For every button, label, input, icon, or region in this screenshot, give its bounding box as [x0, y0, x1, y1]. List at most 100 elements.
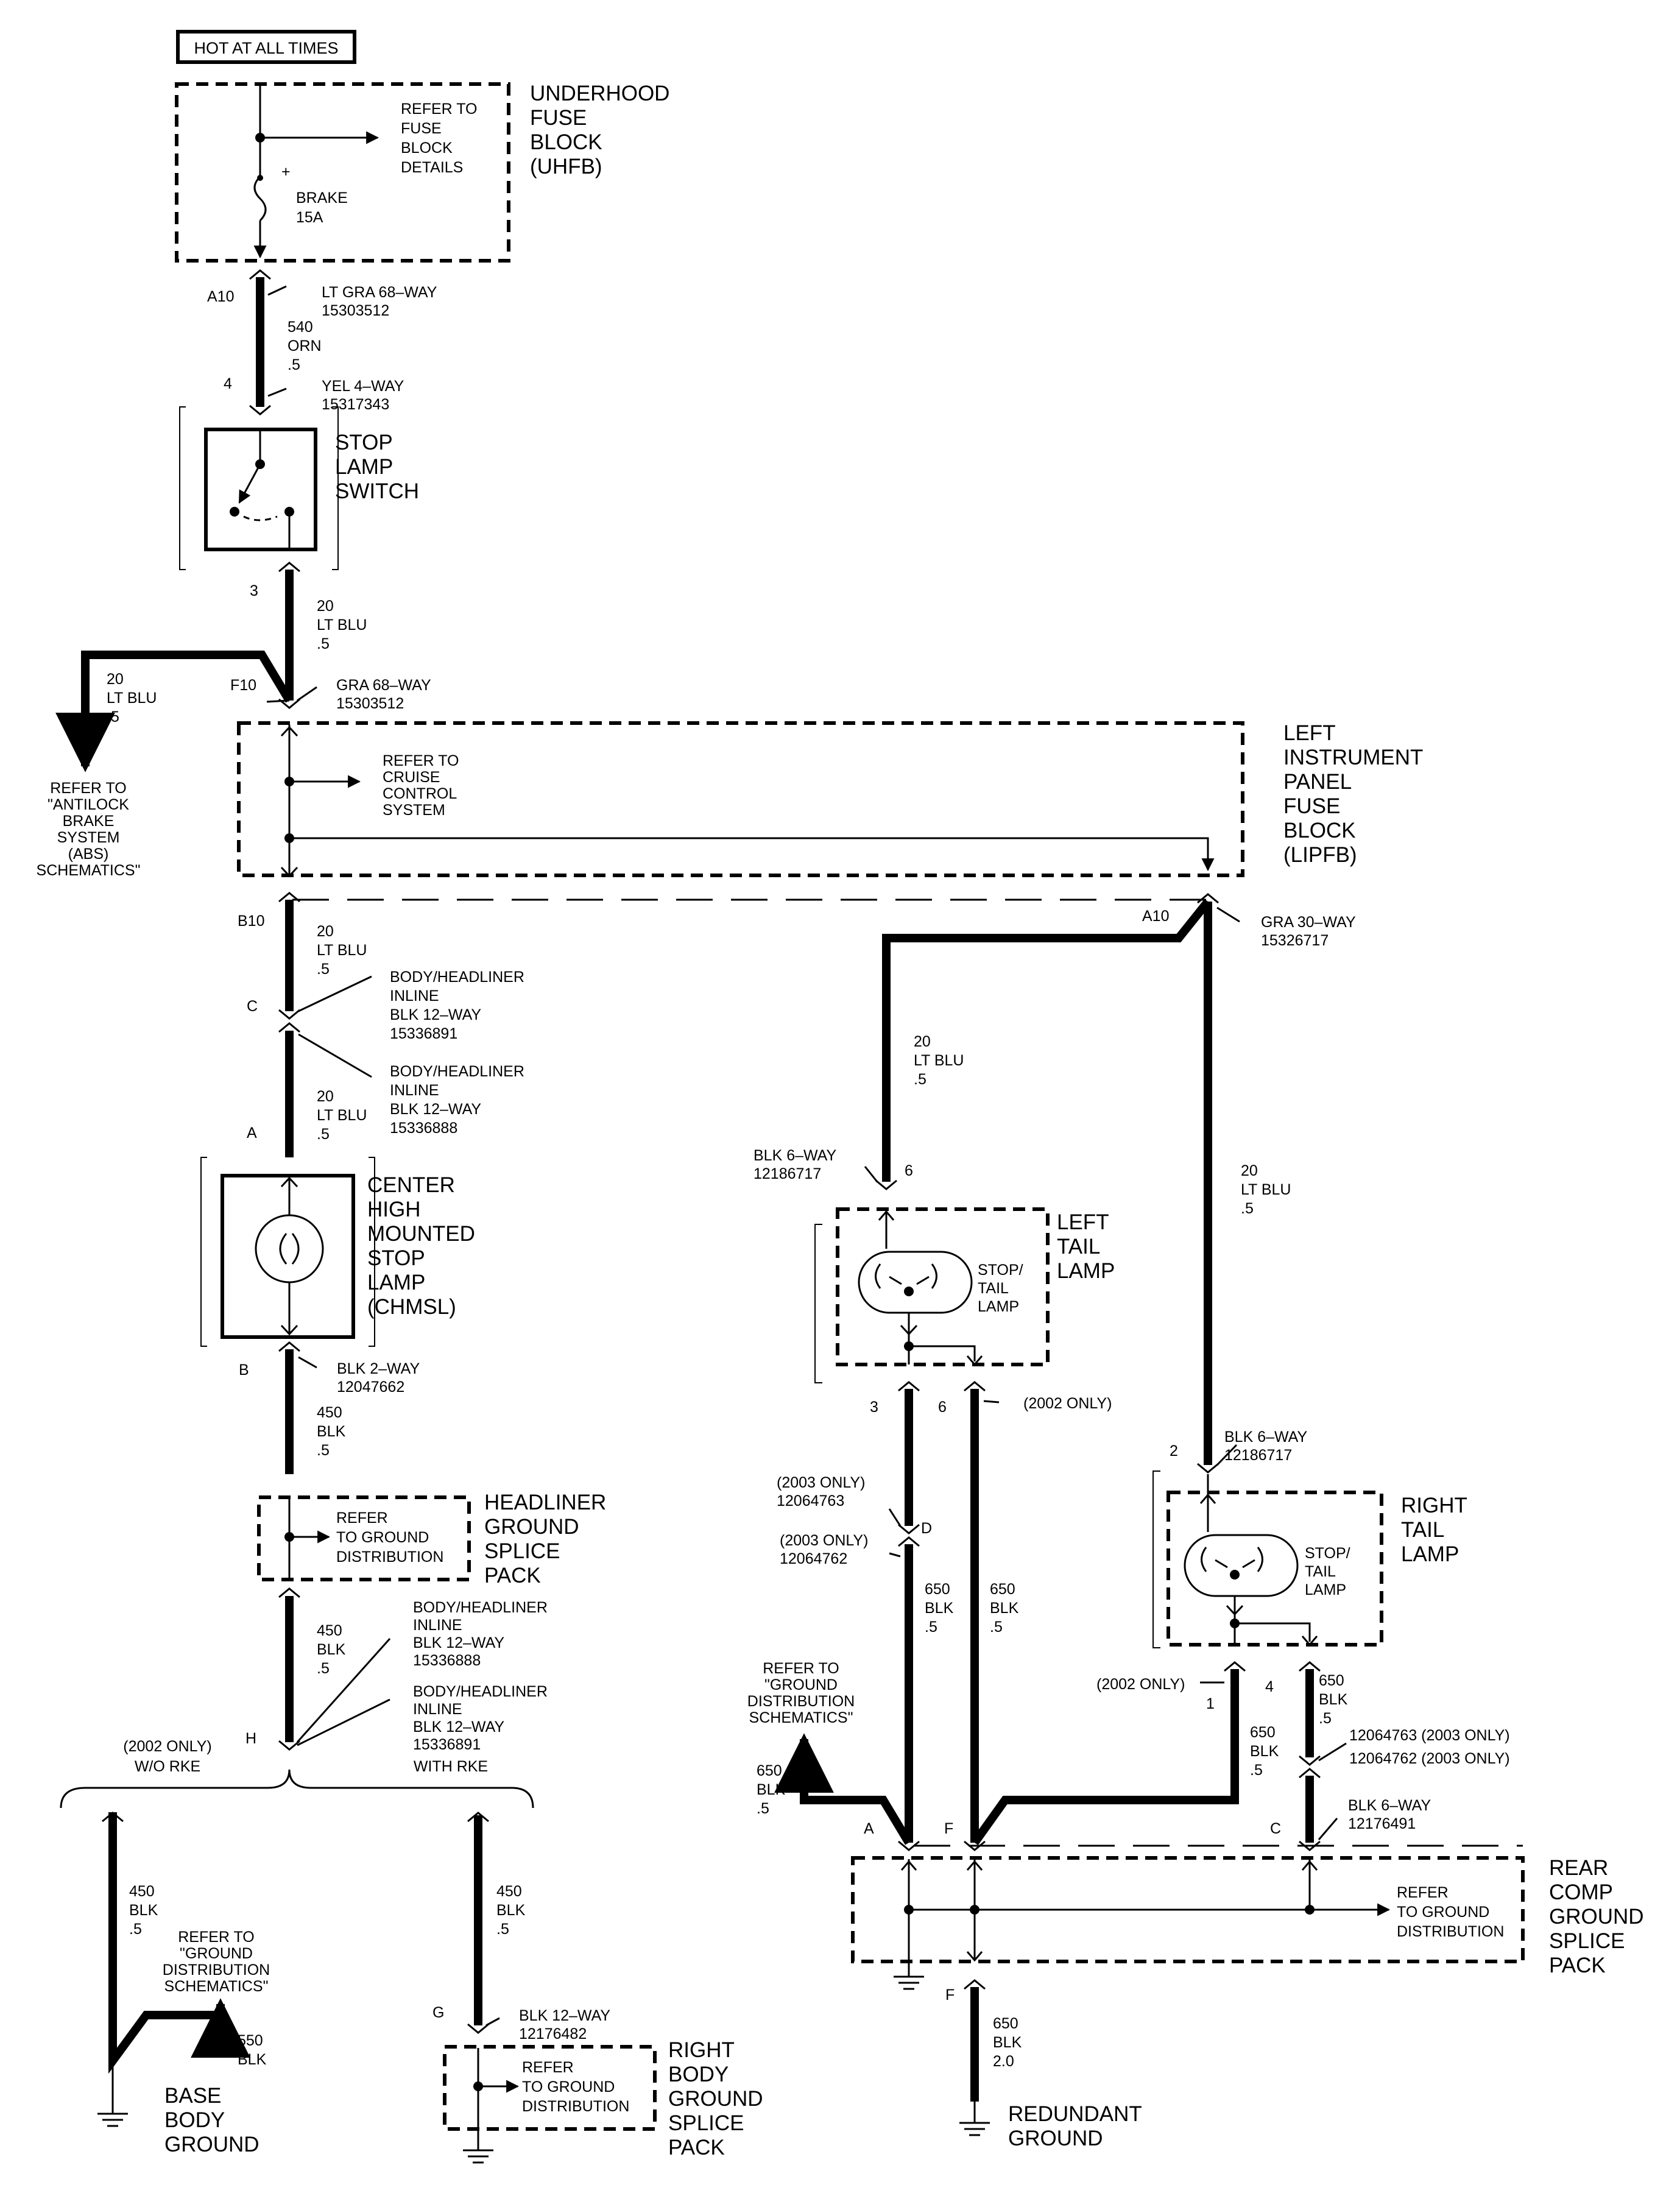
text-line: BASE — [164, 2084, 221, 2108]
text-line: BODY — [164, 2108, 225, 2132]
text-line: STOP — [367, 1246, 425, 1270]
text-line: TAIL — [978, 1280, 1009, 1297]
text-line: BODY/HEADLINER — [413, 1683, 548, 1700]
text-line: 20 — [1241, 1162, 1258, 1179]
text-line: BLK — [317, 1641, 346, 1658]
text-line: BLOCK — [530, 130, 602, 154]
text-line: .5 — [317, 1660, 330, 1677]
text-line: SPLICE — [668, 2111, 744, 2135]
text-line: 2.0 — [993, 2053, 1014, 2070]
text-line: FUSE — [1283, 794, 1340, 818]
text-line: FUSE — [401, 120, 442, 137]
text-line: SYSTEM — [57, 829, 120, 846]
note-with-rke: WITH RKE — [414, 1758, 488, 1775]
underhood-fuse-block: + — [175, 82, 510, 263]
text-line: 15326717 — [1261, 932, 1329, 949]
text-line: SWITCH — [335, 479, 419, 503]
text-line: "GROUND — [180, 1945, 253, 1962]
hot-at-all-times-label: HOT AT ALL TIMES — [194, 39, 338, 57]
text-line: RIGHT — [1401, 1494, 1467, 1517]
text-line: REFER — [522, 2059, 574, 2076]
rear-comp-ground-splice-pack — [851, 1856, 1525, 1990]
pin-3-left-tail: 3 — [870, 1399, 878, 1416]
text-line: 15336888 — [413, 1652, 481, 1669]
text-line: INLINE — [413, 1617, 462, 1634]
text-line: .5 — [288, 356, 300, 373]
text-line: 450 — [129, 1883, 155, 1900]
text-line: BLK 2–WAY — [337, 1360, 420, 1377]
text-line: .5 — [317, 635, 330, 652]
text-line: .5 — [107, 708, 119, 725]
text-line: 12176482 — [519, 2025, 587, 2042]
text-line: 12064762 (2003 ONLY) — [1349, 1750, 1510, 1767]
text-line: 15317343 — [322, 396, 389, 413]
text-line: BLK — [1319, 1691, 1348, 1708]
text-line: TAIL — [1401, 1518, 1444, 1542]
text-line: (2003 ONLY) — [777, 1474, 865, 1491]
pin-c-rear: C — [1270, 1820, 1281, 1837]
wire-20-lt-blu-left-tail — [882, 898, 1212, 1182]
text-line: STOP — [335, 431, 393, 454]
text-line: 15303512 — [322, 302, 389, 319]
text-line: LAMP — [1401, 1542, 1459, 1566]
text-line: LAMP — [367, 1271, 425, 1294]
text-line: BLK 6–WAY — [1224, 1428, 1307, 1446]
left-tail-bulb-icon — [858, 1251, 973, 1314]
conn-2003-c: 12064763 (2003 ONLY)12064762 (2003 ONLY) — [1349, 1727, 1510, 1767]
pin-a10-right: A10 — [1142, 908, 1169, 925]
text-line: HEADLINER — [484, 1491, 606, 1514]
text-line: GROUND — [668, 2087, 763, 2111]
fuse-icon — [253, 175, 267, 222]
conn-2003-b: (2003 ONLY)12064762 — [780, 1532, 868, 1567]
text-line: SYSTEM — [383, 802, 445, 819]
text-line: BLOCK — [1283, 819, 1356, 842]
text-line: BLK 12–WAY — [390, 1006, 481, 1023]
text-line: INLINE — [390, 987, 439, 1004]
text-line: 450 — [317, 1622, 342, 1639]
pin-6-left-tail-2: 6 — [938, 1399, 947, 1416]
text-line: BLK 12–WAY — [519, 2007, 610, 2024]
text-line: .5 — [496, 1921, 509, 1938]
text-line: DETAILS — [401, 159, 463, 176]
text-line: INSTRUMENT — [1283, 746, 1423, 769]
text-line: GROUND — [1549, 1905, 1644, 1929]
text-line: 15336888 — [390, 1120, 457, 1137]
text-line: LT BLU — [1241, 1181, 1291, 1198]
text-line: HIGH — [367, 1198, 421, 1221]
text-line: MOUNTED — [367, 1222, 475, 1246]
text-line: 650 — [990, 1581, 1015, 1598]
text-line: BLK 12–WAY — [413, 1634, 504, 1651]
text-line: LT BLU — [317, 942, 367, 959]
text-line: SPLICE — [1549, 1929, 1625, 1953]
wire-650-blk-d — [971, 1669, 1239, 1846]
text-line: REFER TO — [401, 101, 478, 118]
text-line: 12176491 — [1348, 1815, 1416, 1832]
text-line: TAIL — [1305, 1563, 1336, 1580]
text-line: (2002 ONLY) — [123, 1738, 211, 1755]
text-line: LT BLU — [107, 690, 157, 707]
text-line: 15303512 — [336, 695, 404, 712]
right-tail-bulb-icon — [1184, 1534, 1299, 1597]
text-line: 650 — [925, 1581, 950, 1598]
text-line: CONTROL — [383, 785, 457, 802]
text-line: 15A — [296, 209, 323, 226]
text-line: SCHEMATICS" — [164, 1978, 269, 1995]
text-line: (UHFB) — [530, 155, 602, 178]
text-line: REFER TO — [763, 1660, 839, 1677]
text-line: UNDERHOOD — [530, 82, 669, 105]
pin-a-rear: A — [864, 1820, 874, 1837]
text-line: LAMP — [978, 1298, 1019, 1315]
